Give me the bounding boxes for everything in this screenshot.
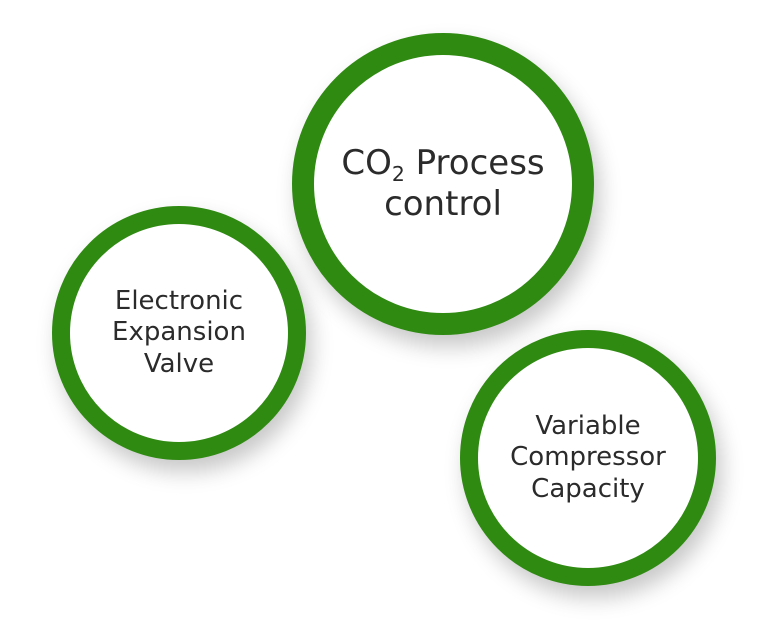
vcc-line-3: Capacity — [531, 473, 645, 504]
vcc-line-1: Variable — [535, 411, 641, 442]
co2-process-control-circle: CO2 Process control — [292, 33, 594, 335]
co2-process-text: Process — [404, 143, 545, 184]
electronic-expansion-valve-label: Electronic Expansion Valve — [112, 286, 246, 380]
co2-process-control-label: CO2 Process control — [341, 143, 544, 225]
eev-line-1: Electronic — [114, 286, 244, 317]
co2-line-1: CO2 Process — [341, 143, 545, 187]
electronic-expansion-valve-circle: Electronic Expansion Valve — [52, 206, 306, 460]
eev-line-2: Expansion — [112, 317, 246, 348]
variable-compressor-capacity-label: Variable Compressor Capacity — [510, 411, 666, 505]
co2-line-2: control — [384, 184, 502, 224]
eev-line-3: Valve — [143, 348, 215, 379]
co2-subscript: 2 — [391, 162, 405, 187]
vcc-line-2: Compressor — [510, 442, 666, 473]
co2-co-text: CO — [341, 143, 392, 184]
variable-compressor-capacity-circle: Variable Compressor Capacity — [460, 330, 716, 586]
